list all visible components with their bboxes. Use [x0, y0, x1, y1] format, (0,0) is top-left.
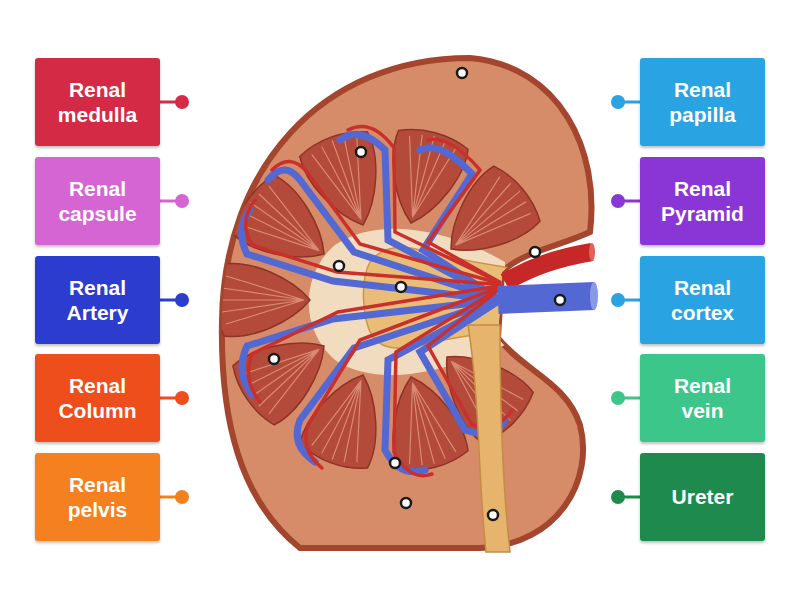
- artery-branches: [246, 127, 512, 476]
- label-stubs: [160, 95, 640, 504]
- renal-vein-trunk: [498, 296, 594, 300]
- label-text: Renal cortex: [654, 275, 751, 325]
- label-stub-dot: [611, 391, 625, 405]
- label-stub-dot: [611, 194, 625, 208]
- artery-lumen: [589, 243, 595, 261]
- pointer-dot: [269, 354, 279, 364]
- label-text: Renal papilla: [654, 77, 751, 127]
- pyramid: [217, 263, 311, 336]
- vein-branches: [242, 134, 505, 471]
- label-box: Renal capsule: [35, 157, 160, 245]
- pointer-dot: [555, 295, 565, 305]
- label-stub-dot: [175, 293, 189, 307]
- label-box: Ureter: [640, 453, 765, 541]
- pointer-dots: [269, 68, 565, 520]
- label-box: Renal pelvis: [35, 453, 160, 541]
- label-box: Renal Column: [35, 354, 160, 442]
- pointer-dot: [401, 498, 411, 508]
- artery-branch: [246, 200, 505, 285]
- pointer-dot: [356, 147, 366, 157]
- label-box: Renal medulla: [35, 58, 160, 146]
- label-stub-dot: [611, 95, 625, 109]
- pointer-dot: [396, 282, 406, 292]
- label-text: Renal medulla: [49, 77, 146, 127]
- ureter-tube: [468, 325, 510, 552]
- label-stub-dot: [611, 490, 625, 504]
- label-box: Renal vein: [640, 354, 765, 442]
- label-text: Renal Pyramid: [654, 176, 751, 226]
- artery-branch: [272, 161, 505, 285]
- vein-lumen: [590, 282, 598, 310]
- artery-branch: [248, 285, 505, 402]
- label-text: Renal Column: [49, 373, 146, 423]
- label-text: Ureter: [672, 484, 734, 509]
- label-box: Renal cortex: [640, 256, 765, 344]
- renal-artery-trunk: [505, 252, 592, 282]
- label-stub-dot: [611, 293, 625, 307]
- label-text: Renal Artery: [49, 275, 146, 325]
- label-stub-dot: [175, 194, 189, 208]
- pointer-dot: [334, 261, 344, 271]
- pointer-dot: [457, 68, 467, 78]
- label-text: Renal vein: [654, 373, 751, 423]
- label-stub-dot: [175, 391, 189, 405]
- label-box: Renal Pyramid: [640, 157, 765, 245]
- label-text: Renal capsule: [49, 176, 146, 226]
- label-box: Renal papilla: [640, 58, 765, 146]
- label-stub-dot: [175, 95, 189, 109]
- pointer-dot: [390, 458, 400, 468]
- pointer-dot: [488, 510, 498, 520]
- label-text: Renal pelvis: [49, 472, 146, 522]
- artery-branch: [428, 139, 505, 285]
- label-stub-dot: [175, 490, 189, 504]
- pointer-dot: [530, 247, 540, 257]
- label-box: Renal Artery: [35, 256, 160, 344]
